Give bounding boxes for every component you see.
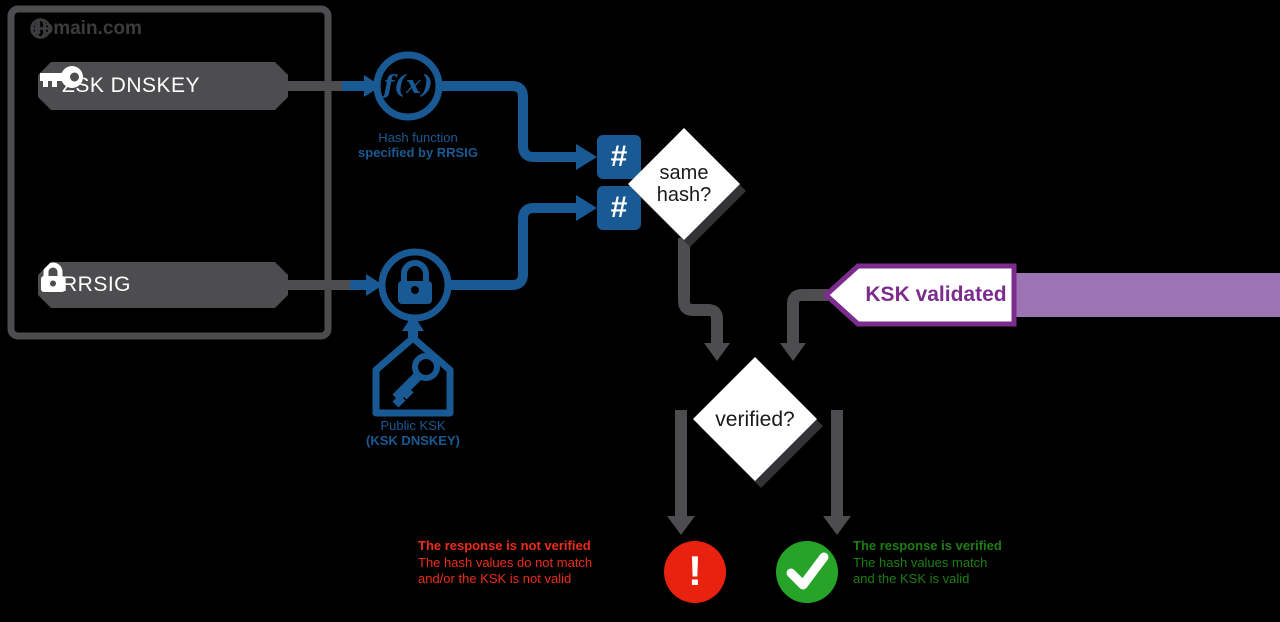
- hash-symbol-2: #: [610, 191, 628, 224]
- check-icon: [786, 552, 829, 590]
- public-ksk-key-icon: [412, 353, 440, 381]
- zone-label: domain.com: [30, 18, 142, 40]
- rrsig-to-decrypt-arrowhead: [366, 274, 383, 296]
- public-ksk-key-tooth-1: [400, 386, 414, 400]
- decrypt-to-compare-arrow: [448, 203, 578, 290]
- ksk-to-verified-arrowhead: [780, 343, 806, 361]
- same-hash-question: same hash?: [634, 162, 734, 206]
- public-ksk-shield: [372, 334, 454, 417]
- lock-icon: [38, 262, 68, 294]
- hash-to-compare-arrow: [439, 81, 578, 162]
- public-ksk-key-tooth-2: [392, 394, 406, 408]
- success-line3: and the KSK is valid: [853, 571, 970, 586]
- key-icon: [38, 62, 84, 92]
- hash-symbol-1: #: [610, 140, 628, 173]
- failure-badge: [664, 541, 726, 603]
- ksk-banner-tail: [1006, 273, 1280, 317]
- success-text: The response is verified The hash values…: [853, 538, 1073, 588]
- same-hash-line2: hash?: [656, 184, 712, 206]
- same-hash-line1: same: [659, 162, 709, 184]
- zsk-to-hash-arrowhead: [364, 75, 381, 97]
- public-ksk-caption: Public KSK (KSK DNSKEY): [348, 418, 478, 448]
- failure-line2: The hash values do not match: [418, 554, 593, 570]
- hash-function-glyph: f(x): [383, 70, 433, 99]
- success-line1: The response is verified: [853, 538, 1002, 553]
- failure-text: The response is not verified The hash va…: [418, 538, 648, 588]
- decrypt-to-compare-arrowhead: [576, 195, 597, 221]
- verified-to-failure-arrowhead: [667, 516, 695, 535]
- ksk-banner-shape: [822, 263, 1017, 327]
- same-hash-diamond: [628, 128, 740, 240]
- failure-line3: and/or the KSK is not valid: [418, 571, 572, 586]
- rrsig-record: RRSIG: [38, 262, 288, 308]
- verified-to-success-arrowhead: [823, 516, 851, 535]
- hash-output-2: [597, 186, 641, 230]
- exclamation-icon: !: [688, 547, 702, 594]
- hash-function-caption: Hash function specified by RRSIG: [338, 130, 498, 160]
- hash-output-1: [597, 135, 641, 179]
- domain-icon: [30, 18, 51, 39]
- public-ksk-line2: (KSK DNSKEY): [366, 433, 460, 448]
- failure-line1: The response is not verified: [418, 538, 591, 553]
- rrsig-label: RRSIG: [62, 273, 132, 296]
- zone-box: [7, 5, 332, 340]
- decrypt-lock-keyhole: [411, 286, 419, 294]
- zsk-dnskey-record: ZSK DNSKEY: [38, 62, 288, 110]
- hash-caption-line2: specified by RRSIG: [358, 145, 478, 160]
- ksk-to-verified-arrow: [787, 289, 828, 345]
- verified-question: verified?: [715, 408, 795, 431]
- key-to-decrypt-arrowhead: [402, 314, 424, 331]
- hash-caption-line1: Hash function: [378, 130, 458, 145]
- zsk-dnskey-label: ZSK DNSKEY: [62, 74, 201, 97]
- zone-label-text: domain.com: [30, 18, 142, 39]
- samehash-to-verified-arrowhead: [704, 343, 730, 361]
- hash-to-compare-arrowhead: [576, 144, 597, 170]
- samehash-to-verified-arrow: [678, 238, 723, 345]
- success-badge: [776, 541, 838, 603]
- decrypt-lock-shackle-icon: [401, 260, 429, 281]
- ksk-validated-banner: KSK validated: [865, 283, 1007, 306]
- success-line2: The hash values match: [853, 554, 988, 570]
- public-ksk-line1: Public KSK: [380, 418, 446, 433]
- verified-diamond: [693, 357, 817, 481]
